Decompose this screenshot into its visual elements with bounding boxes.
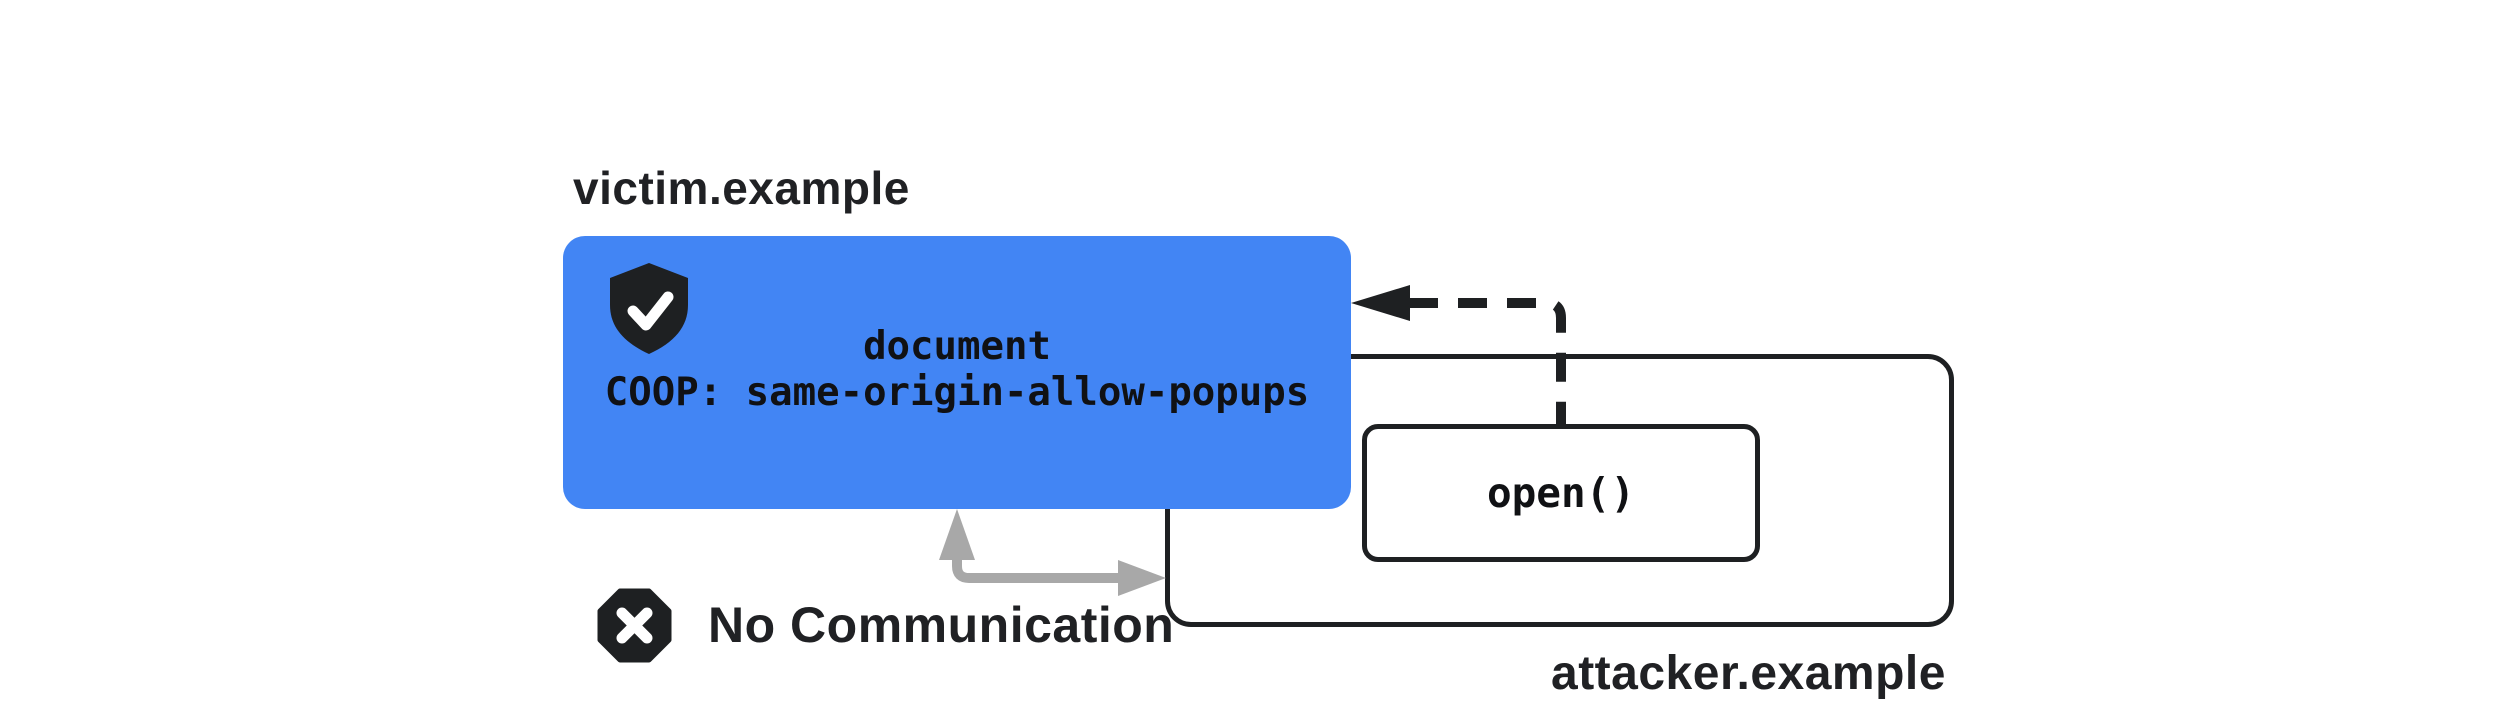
attacker-domain-label: attacker.example [1551, 647, 1946, 700]
gray-arrowhead-right [1118, 560, 1166, 596]
shield-check-icon [610, 263, 688, 354]
blocked-x-icon [597, 588, 672, 663]
coop-policy-label: COOP: same-origin-allow-popups [604, 370, 1310, 415]
gray-blocked-arrow [939, 509, 1166, 596]
gray-arrowhead-up [939, 509, 975, 560]
no-communication-label: No Communication [708, 597, 1175, 653]
dashed-arrowhead-left [1351, 285, 1410, 321]
victim-document-box: document COOP: same-origin-allow-popups [563, 236, 1351, 509]
document-label: document [863, 324, 1051, 369]
victim-box-text: document COOP: same-origin-allow-popups [563, 324, 1351, 416]
open-call-label: open() [1486, 469, 1636, 517]
open-call-box: open() [1362, 424, 1760, 562]
victim-domain-label: victim.example [573, 162, 910, 214]
